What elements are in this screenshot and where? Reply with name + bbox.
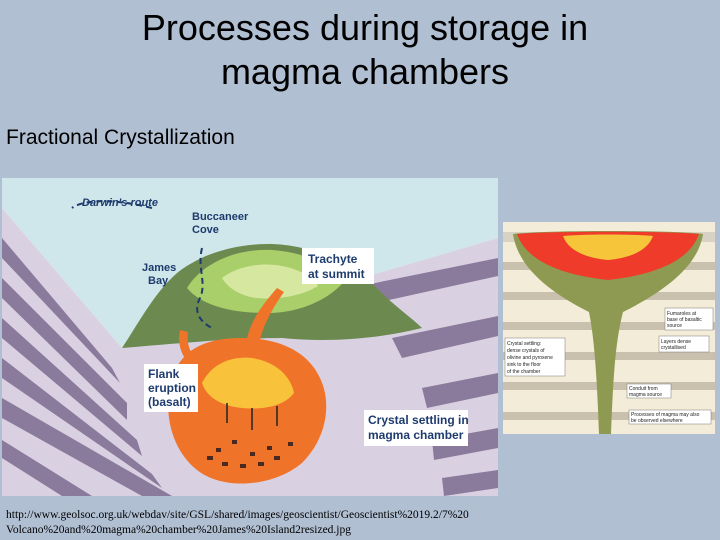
side-label-settling-3: olivine and pyroxene <box>507 355 553 361</box>
settling-label-1: Crystal settling in <box>368 413 469 427</box>
route-on-island <box>196 247 213 329</box>
magma-chamber-schematic-figure: Fumaroles at base of basaltic source Cry… <box>503 222 715 434</box>
magma-hot-core <box>202 357 294 409</box>
bay-label-2: Bay <box>148 275 169 287</box>
trachyte-label-1: Trachyte <box>308 252 358 266</box>
cove-label-1: Buccaneer <box>192 211 249 223</box>
side-label-conduit-1: Conduit from <box>629 386 658 392</box>
crystal-mush-funnel <box>513 231 703 434</box>
settling-arrows <box>226 403 278 430</box>
darwins-route-line <box>71 200 153 209</box>
settled-crystals <box>207 440 293 468</box>
side-label-process-2: be observed elsewhere <box>631 418 683 424</box>
flank-label-3: (basalt) <box>148 395 191 409</box>
side-label-process-1: Processes of magma may also <box>631 412 700 418</box>
side-label-fumaroles-1: Fumaroles at <box>667 311 697 317</box>
summit-conduit <box>247 288 284 340</box>
flank-label-box <box>144 364 198 412</box>
side-label-settling-5: of the chamber <box>507 369 541 375</box>
volcano-cross-section-figure: Darwin's route Buccaneer Cove James Bay … <box>2 178 498 496</box>
settling-label-box <box>364 410 468 446</box>
side-label-settling-4: sink to the floor <box>507 362 541 368</box>
bay-label-1: James <box>142 262 176 274</box>
side-label-fumaroles-3: source <box>667 323 682 329</box>
slide-subtitle: Fractional Crystallization <box>6 126 235 149</box>
side-label-layers-1: Layers dense <box>661 339 691 345</box>
side-label-settling-1: Crystal settling: <box>507 341 541 347</box>
title-line-1: Processes during storage in <box>141 7 589 48</box>
trachyte-label-2: at summit <box>308 267 365 281</box>
side-label-settling-2: dense crystals of <box>507 348 545 354</box>
side-label-conduit-2: magma source <box>629 392 662 398</box>
strata-bands <box>2 238 498 496</box>
source-line-1: http://www.geolsoc.org.uk/webdav/site/GS… <box>6 509 469 521</box>
title-line-2: magma chambers <box>220 51 510 92</box>
route-label: Darwin's route <box>82 197 158 209</box>
flank-label-1: Flank <box>148 367 180 381</box>
settling-label-2: magma chamber <box>368 428 464 442</box>
flank-conduit <box>179 330 200 368</box>
summit-plateau <box>222 264 318 299</box>
side-label-layers-2: crystallised <box>661 345 686 351</box>
image-source-link[interactable]: http://www.geolsoc.org.uk/webdav/site/GS… <box>6 508 526 538</box>
slide-title: Processes during storage in magma chambe… <box>0 6 720 94</box>
molten-magma-core <box>563 234 653 260</box>
source-line-2: Volcano%20and%20magma%20chamber%20James%… <box>6 524 352 536</box>
volcano-cross-section-svg: Darwin's route Buccaneer Cove James Bay … <box>2 178 498 496</box>
side-label-fumaroles-2: base of basaltic <box>667 317 702 323</box>
magma-chamber-schematic-svg: Fumaroles at base of basaltic source Cry… <box>503 231 715 434</box>
cove-label-2: Cove <box>192 224 219 236</box>
side-label-boxes <box>504 307 714 425</box>
trachyte-label-box <box>302 248 374 284</box>
flank-label-2: eruption <box>148 381 196 395</box>
